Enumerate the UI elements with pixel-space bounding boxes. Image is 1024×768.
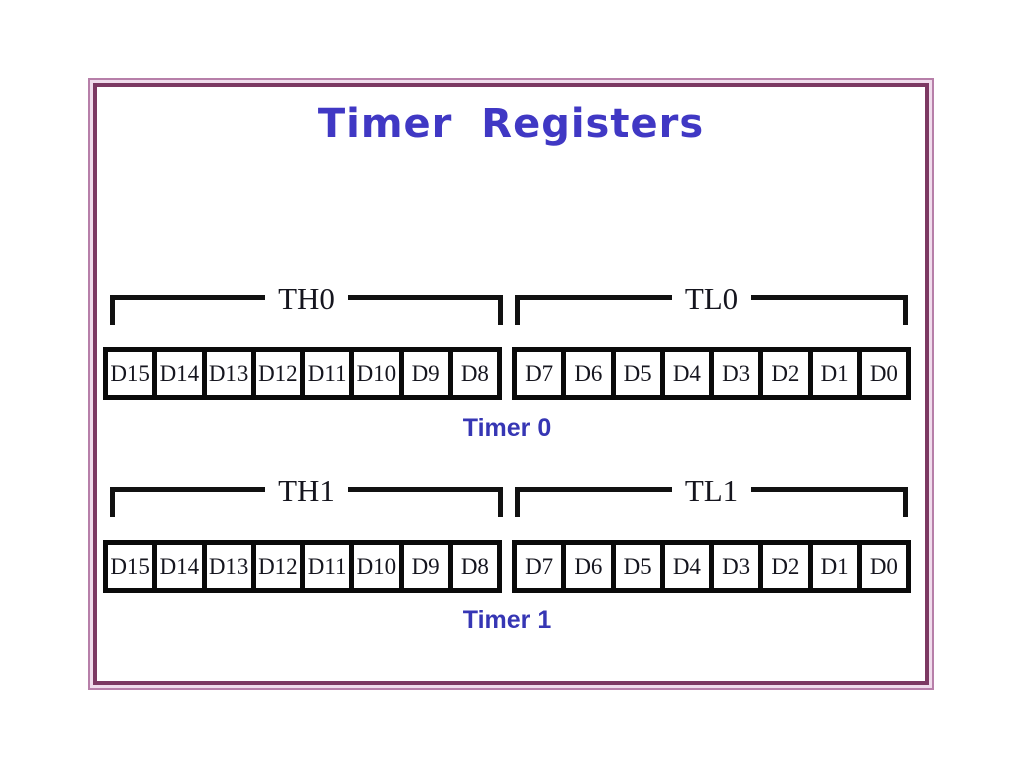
bit-cell: D8 [447,352,497,395]
bit-cell: D2 [758,352,808,395]
bit-cell: D10 [349,352,399,395]
bit-cell: D14 [152,545,202,588]
bit-cell: D4 [659,352,709,395]
tl0-label: TL0 [684,281,739,316]
timer0-caption: Timer 0 [462,414,552,442]
bit-cell: D3 [709,545,759,588]
th0-bracket: TH0 [110,281,504,329]
bit-cell: D7 [517,352,562,395]
tl1-label: TL1 [684,473,739,508]
bracket-line [751,295,903,300]
bit-cell: D9 [398,545,448,588]
bracket-line [347,487,499,492]
bit-cell: D12 [250,352,300,395]
bracket-line [115,487,266,492]
bit-cell: D6 [561,545,611,588]
bit-cell: D15 [108,545,153,588]
bit-cell: D3 [709,352,759,395]
tl1-bracket: TL1 [515,473,908,521]
bit-cell: D4 [659,545,709,588]
bracket-corner-right [903,487,908,517]
timer1-caption: Timer 1 [462,606,552,634]
bit-cell: D12 [250,545,300,588]
bracket-line [347,295,499,300]
bit-cell: D9 [398,352,448,395]
bit-cell: D2 [758,545,808,588]
bit-cell: D11 [300,352,350,395]
bracket-corner-right [498,487,504,517]
bracket-line [520,487,672,492]
bit-cell: D5 [610,545,660,588]
bit-cell: D5 [610,352,660,395]
bracket-corner-left [515,295,520,325]
slide-title: Timer Registers [317,101,705,147]
bit-cell: D1 [807,352,857,395]
bit-cell: D0 [856,545,906,588]
bit-cell: D6 [561,352,611,395]
bit-cell: D0 [856,352,906,395]
bit-cell: D1 [807,545,857,588]
bracket-corner-left [515,487,520,517]
bit-cell: D7 [517,545,562,588]
th1-label: TH1 [278,473,335,508]
bracket-line [520,295,672,300]
bracket-line [115,295,266,300]
bracket-corner-right [903,295,908,325]
bracket-corner-left [110,487,115,517]
bit-cell: D8 [447,545,497,588]
bracket-corner-right [498,295,504,325]
bit-cell: D10 [349,545,399,588]
bracket-corner-left [110,295,115,325]
th0-label: TH0 [278,281,335,316]
bit-cell: D14 [152,352,202,395]
bit-cell: D15 [108,352,153,395]
bracket-line [751,487,903,492]
bit-cell: D13 [201,545,251,588]
bit-cell: D11 [300,545,350,588]
bit-cell: D13 [201,352,251,395]
th1-bracket: TH1 [110,473,504,521]
tl0-bracket: TL0 [515,281,908,329]
